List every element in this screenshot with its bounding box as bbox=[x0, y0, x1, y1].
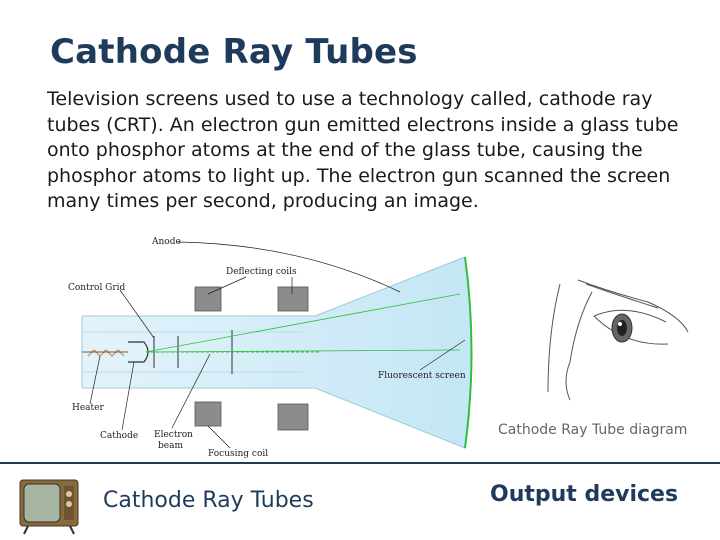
diagram-caption: Cathode Ray Tube diagram bbox=[498, 422, 688, 438]
footer-title: Cathode Ray Tubes bbox=[103, 488, 314, 513]
deflecting-coil-bottom bbox=[194, 401, 222, 427]
slide-title: Cathode Ray Tubes bbox=[50, 32, 418, 72]
label-heater: Heater bbox=[72, 403, 104, 413]
label-control-grid: Control Grid bbox=[68, 283, 126, 293]
crt-diagram: Anode Deflecting coils Control Grid Fluo… bbox=[68, 237, 473, 459]
label-electron-beam-1: Electron bbox=[154, 430, 193, 440]
footer-section: Output devices bbox=[490, 482, 679, 507]
label-deflecting-coils: Deflecting coils bbox=[226, 267, 297, 277]
label-anode: Anode bbox=[151, 237, 181, 247]
deflect-coil-top-2 bbox=[277, 286, 309, 312]
deflect-coil-bottom-2 bbox=[277, 403, 309, 431]
heater bbox=[87, 349, 125, 357]
vintage-television-icon bbox=[19, 479, 79, 535]
label-focusing-coil: Focusing coil bbox=[208, 449, 268, 459]
deflecting-coil-top bbox=[194, 286, 222, 312]
crt-tube bbox=[81, 256, 472, 449]
label-cathode: Cathode bbox=[100, 431, 138, 441]
fluorescent-screen bbox=[464, 256, 473, 449]
slide-body: Television screens used to use a technol… bbox=[47, 88, 679, 212]
label-fluorescent-screen: Fluorescent screen bbox=[378, 371, 466, 381]
eye-sketch-icon bbox=[547, 279, 689, 401]
footer-divider bbox=[0, 462, 720, 464]
label-electron-beam-2: beam bbox=[158, 441, 183, 451]
